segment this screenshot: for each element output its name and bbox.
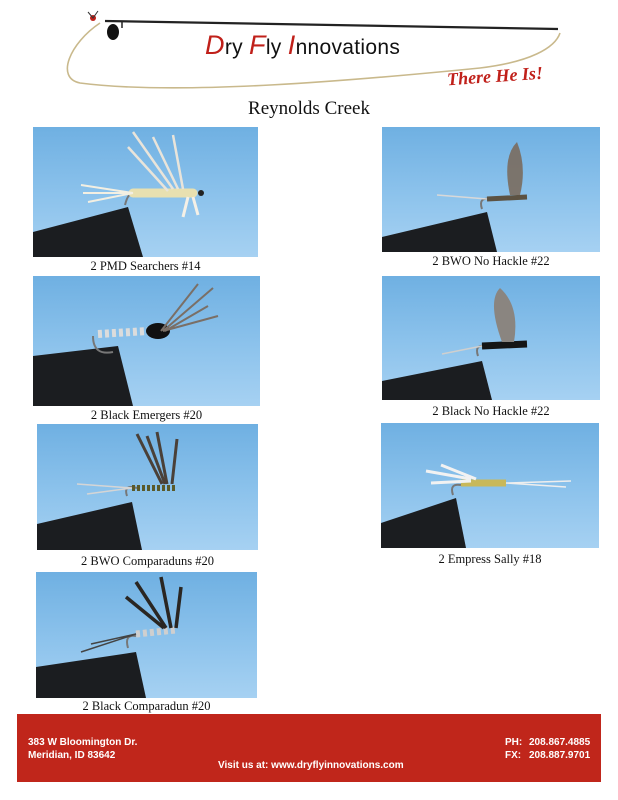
fly-caption: 2 Empress Sally #18 [438,552,542,566]
fly-caption: 2 Black Emergers #20 [90,408,203,422]
fly-photo-empress-sally [381,423,599,548]
brand-logo [60,8,565,98]
fly-caption: 2 Black No Hackle #22 [432,404,550,418]
footer-fax: 208.887.9701 [529,750,591,761]
fly-caption: 2 BWO No Hackle #22 [432,254,550,268]
fly-caption: 2 Black Comparadun #20 [82,699,211,713]
fly-caption: 2 BWO Comparaduns #20 [81,554,214,568]
fly-caption: 2 PMD Searchers #14 [90,259,201,273]
fly-photo-pmd-searcher [33,127,258,257]
footer-address-line2: Meridian, ID 83642 [28,750,116,761]
fly-photo-black-comparadun [36,572,257,698]
fly-photo-bwo-comparadun [37,424,258,550]
footer-address-line1: 383 W Bloomington Dr. [28,737,138,748]
footer-phone: 208.867.4885 [529,737,591,748]
footer-fax-label: FX: [505,750,522,761]
footer-phone-label: PH: [505,737,523,748]
page-title: Reynolds Creek [248,98,370,119]
brand-name: Dry Fly Innovations [205,30,401,60]
footer-website: Visit us at: www.dryflyinnovations.com [218,760,404,771]
footer-bar: 383 W Bloomington Dr. Meridian, ID 83642… [17,714,601,782]
fly-photo-black-no-hackle [382,276,600,400]
fly-photo-black-emerger [33,276,260,406]
fly-photo-bwo-no-hackle [382,127,600,252]
